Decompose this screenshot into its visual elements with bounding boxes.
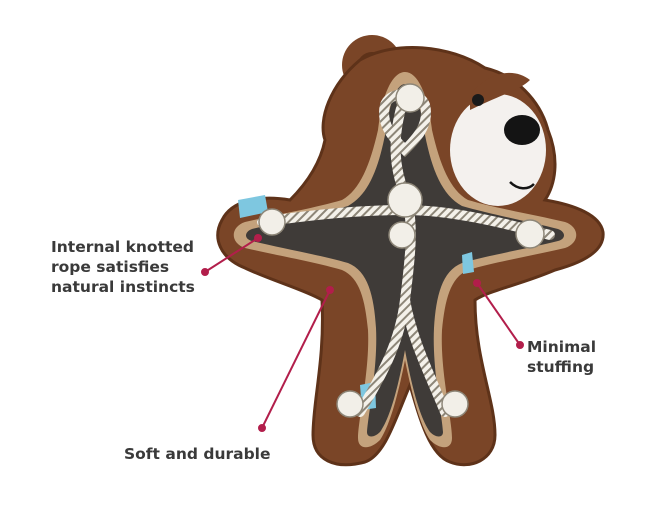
leader-dot-durable-end xyxy=(258,424,266,432)
leader-lines xyxy=(201,234,524,432)
callout-stuffing-line: Minimal xyxy=(527,338,597,356)
rope-leg-right xyxy=(400,295,450,417)
knot-right-foot xyxy=(441,390,469,418)
rope-vertical xyxy=(355,90,416,417)
leader-dot-durable-start xyxy=(326,286,334,294)
leader-line-rope xyxy=(204,237,259,273)
blue-tag-left xyxy=(238,195,268,218)
callout-durable: Soft and durable xyxy=(124,444,271,464)
callout-durable-line: Soft and durable xyxy=(124,445,271,463)
callout-stuffing: Minimal stuffing xyxy=(527,337,596,377)
blue-tag-right xyxy=(462,252,474,274)
knot-top xyxy=(395,83,425,113)
head-fur xyxy=(470,72,530,110)
nose xyxy=(504,115,540,145)
knot-left-foot xyxy=(336,390,364,418)
eye xyxy=(472,94,484,106)
leader-line-stuffing xyxy=(476,282,521,346)
knot-center-lower xyxy=(388,221,416,249)
leader-dot-stuffing-end xyxy=(516,341,524,349)
callout-rope: Internal knotted rope satisfies natural … xyxy=(51,237,195,297)
callout-stuffing-line: stuffing xyxy=(527,358,595,376)
teddy-bear-toy xyxy=(216,35,605,467)
rope-knots xyxy=(258,83,545,418)
mouth xyxy=(509,181,535,190)
knot-center xyxy=(387,182,423,218)
callout-rope-line: rope satisfies xyxy=(51,258,170,276)
leader-dot-stuffing-start xyxy=(473,279,481,287)
leader-dot-rope-end xyxy=(201,268,209,276)
leader-line-durable xyxy=(261,289,331,429)
knot-left-hand xyxy=(258,208,286,236)
knot-right-hand xyxy=(515,219,545,249)
leader-dot-rope-start xyxy=(254,234,262,242)
callout-rope-line: Internal knotted xyxy=(51,238,194,256)
muzzle xyxy=(450,94,546,206)
callout-rope-line: natural instincts xyxy=(51,278,195,296)
